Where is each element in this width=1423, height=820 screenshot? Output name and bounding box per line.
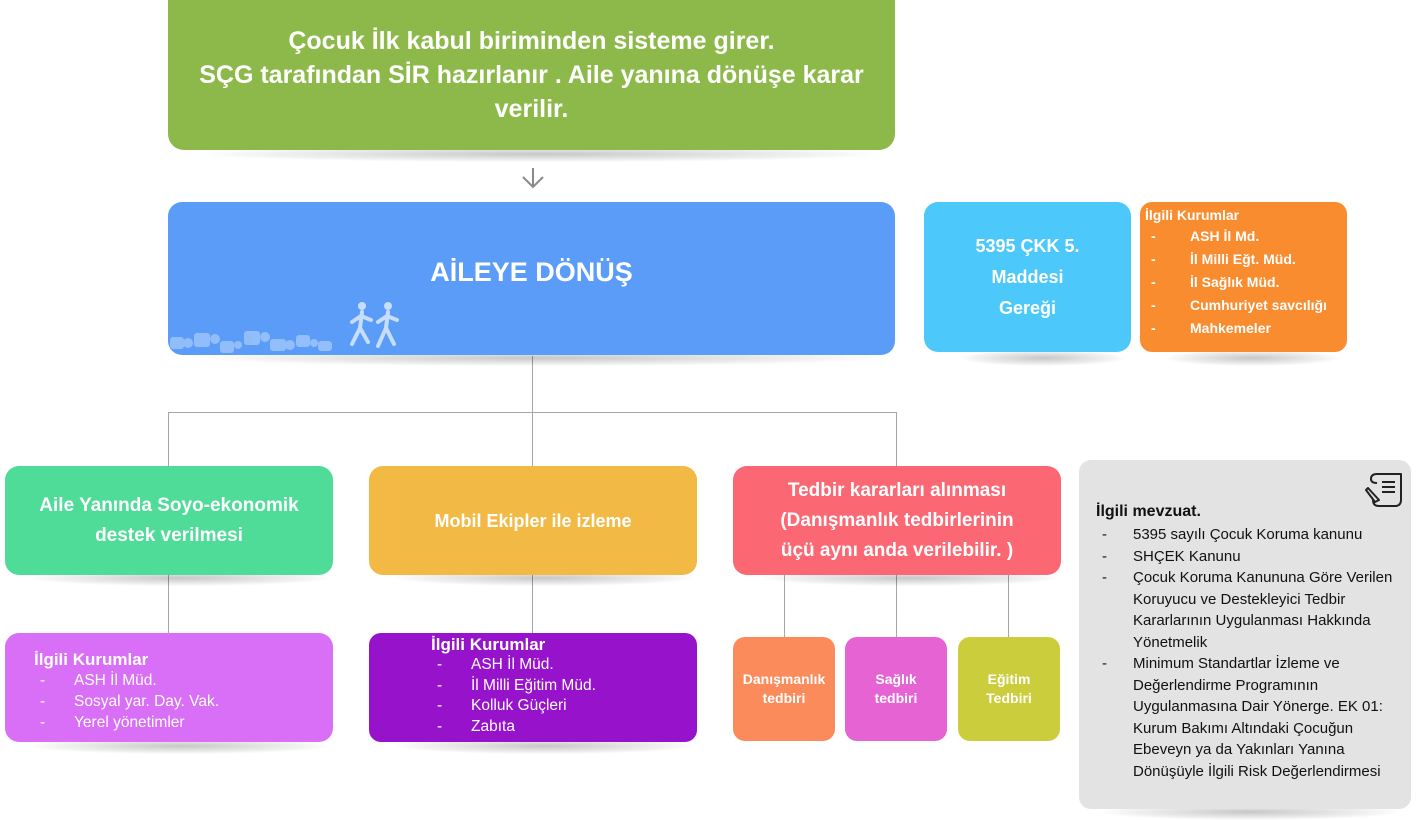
branch1-line-2: destek verilmesi [95,524,243,546]
list-item: ASH İl Müd. [431,655,697,676]
institutions-list: ASH İl Md. İl Milli Eğt. Müd. İl Sağlık … [1145,225,1347,340]
branch2-label: Mobil Ekipler ile izleme [434,510,632,531]
intake-line-1: Çocuk İlk kabul biriminden sisteme girer… [288,27,775,55]
list-item: Çocuk Koruma Kanununa Göre Verilen Koruy… [1096,567,1401,653]
list-item: SHÇEK Kanunu [1096,546,1401,568]
connector-branch3 [896,412,897,466]
legislation-list: 5395 sayılı Çocuk Koruma kanunu SHÇEK Ka… [1096,524,1401,782]
family-return-title: AİLEYE DÖNÜŞ [430,257,633,287]
measure-decisions-box: Tedbir kararları alınması (Danışmanlık t… [733,466,1061,575]
branch1-institutions-title: İlgili Kurumlar [34,650,149,669]
law-box-shadow [960,350,1125,366]
list-item: Kolluk Güçleri [431,696,697,717]
measure2-line-1: Sağlık [875,671,917,687]
list-item: İl Milli Eğitim Müd. [431,676,697,697]
measure3-line-2: Tedbiri [986,690,1032,706]
arrow-down-icon [522,168,544,189]
measure1-line-1: Danışmanlık [742,671,826,687]
list-item: İl Milli Eğt. Müd. [1145,248,1347,271]
legislation-box: İlgili mevzuat. 5395 sayılı Çocuk Koruma… [1079,460,1411,809]
list-item: Cumhuriyet savcılığı [1145,294,1347,317]
measure3-line-1: Eğitim [987,671,1031,687]
sub1-shadow [30,738,330,754]
list-item: ASH İl Md. [1145,225,1347,248]
measure1-line-2: tedbiri [762,690,806,706]
list-item: Yerel yönetimler [34,712,333,733]
list-item: İl Sağlık Müd. [1145,271,1347,294]
connector-measure2 [896,575,897,637]
law-line-2: Maddesi [991,266,1064,287]
document-pen-icon [1365,473,1402,507]
connector-measure1 [784,575,785,637]
connector-sub1 [168,575,169,633]
top-box-shadow [200,146,880,162]
law-line-1: 5395 ÇKK 5. [975,235,1080,256]
branch1-institutions-list: ASH İl Müd. Sosyal yar. Day. Vak. Yerel … [34,670,333,733]
education-measure-box: Eğitim Tedbiri [958,637,1060,741]
children-running-icon [350,302,399,348]
connector-measure3 [1008,575,1009,637]
intake-line-2: SÇG tarafından SİR hazırlanır . Aile yan… [199,61,864,123]
measure2-line-2: tedbiri [874,690,918,706]
law-box: 5395 ÇKK 5. Maddesi Gereği [924,202,1131,352]
puzzle-decoration-icon [170,331,332,353]
branch2-institutions-title: İlgili Kurumlar [431,635,546,654]
institutions-box: İlgili Kurumlar ASH İl Md. İl Milli Eğt.… [1140,202,1347,352]
health-measure-box: Sağlık tedbiri [845,637,947,741]
list-item: ASH İl Müd. [34,670,333,691]
institutions-title: İlgili Kurumlar [1145,207,1240,223]
counseling-measure-box: Danışmanlık tedbiri [733,637,835,741]
socio-economic-support-box: Aile Yanında Soyo-ekonomik destek verilm… [5,466,333,575]
connector-branch1 [168,412,169,466]
list-item: Zabıta [431,717,697,738]
branch1-institutions-box: İlgili Kurumlar ASH İl Müd. Sosyal yar. … [5,633,333,742]
branch3-line-1: Tedbir kararları alınması [787,479,1007,501]
connector-branch2 [532,412,533,466]
list-item: 5395 sayılı Çocuk Koruma kanunu [1096,524,1401,546]
connector-sub2 [532,575,533,633]
family-return-box: AİLEYE DÖNÜŞ [168,202,895,355]
list-item: Minimum Standartlar İzleme ve Değerlendi… [1096,653,1401,782]
intake-box: Çocuk İlk kabul biriminden sisteme girer… [168,0,895,150]
legislation-title: İlgili mevzuat. [1096,503,1201,520]
institutions-box-shadow [1165,350,1340,366]
branch1-line-1: Aile Yanında Soyo-ekonomik [39,494,299,516]
branch3-line-3: üçü aynı anda verilebilir. ) [780,539,1014,561]
list-item: Mahkemeler [1145,317,1347,340]
branch2-institutions-list: ASH İl Müd. İl Milli Eğitim Müd. Kolluk … [431,655,697,737]
branch2-institutions-box: İlgili Kurumlar ASH İl Müd. İl Milli Eği… [369,633,697,742]
list-item: Sosyal yar. Day. Vak. [34,691,333,712]
law-line-3: Gereği [998,297,1057,318]
branch3-line-2: (Danışmanlık tedbirlerinin [780,509,1014,531]
mobile-team-monitoring-box: Mobil Ekipler ile izleme [369,466,697,575]
sub2-shadow [395,738,695,754]
connector-main-down [532,356,533,413]
